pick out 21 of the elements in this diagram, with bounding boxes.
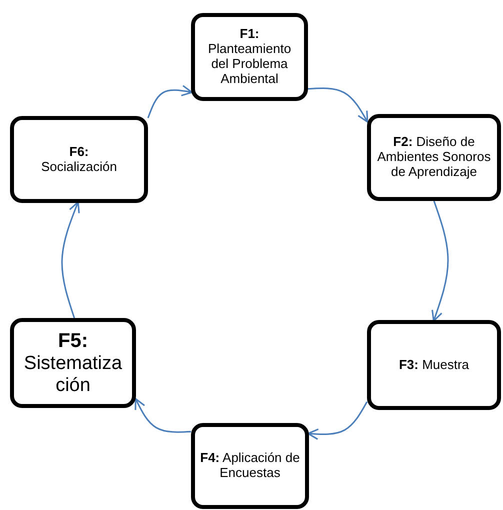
curved-arrow xyxy=(432,200,449,322)
curved-arrow xyxy=(61,201,80,318)
step-label: Socialización xyxy=(41,160,117,174)
process-box xyxy=(367,320,501,410)
curved-arrow xyxy=(307,401,368,440)
step-heading: F6: xyxy=(69,144,89,160)
process-box xyxy=(10,116,148,203)
process-box xyxy=(10,318,136,408)
curved-arrow xyxy=(134,398,192,433)
step-label: F2: Diseño de Ambientes Sonoros de Aprendizaje xyxy=(376,135,492,180)
step-heading: F5: xyxy=(58,330,88,353)
step-label: F3: Muestra xyxy=(398,358,470,372)
step-label: Sistematización xyxy=(23,352,123,396)
curved-arrow xyxy=(308,88,368,123)
curved-arrow xyxy=(147,84,193,118)
step-label: Planteamiento del Problema Ambiental xyxy=(206,42,292,87)
process-box xyxy=(191,423,309,509)
process-box xyxy=(367,114,501,201)
process-box xyxy=(191,13,308,101)
step-heading: F1: xyxy=(240,27,260,42)
step-label: F4: Aplicación de Encuestas xyxy=(199,451,301,481)
